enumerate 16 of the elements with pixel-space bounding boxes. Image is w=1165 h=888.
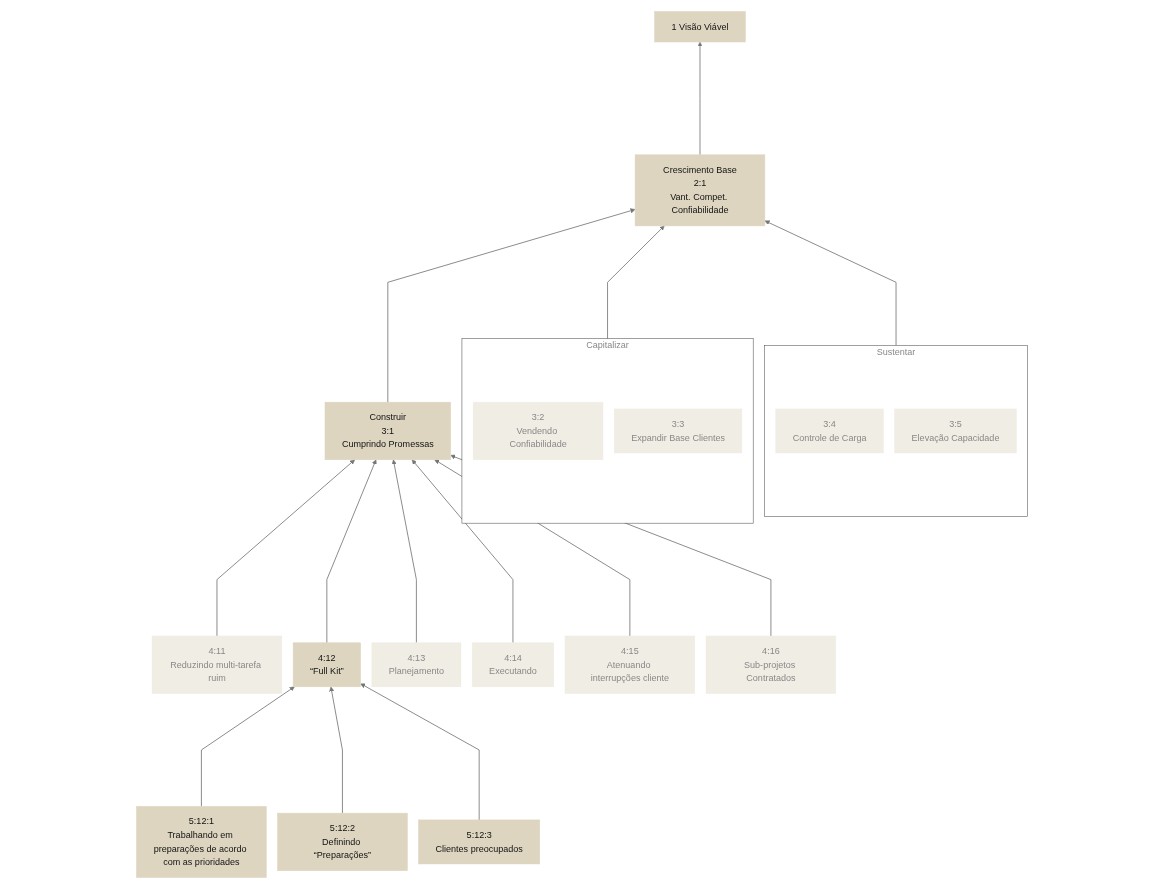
node-box: 4:11 Reduzindo multi-tarefa ruim [152,635,283,694]
node-box: 4:13 Planejamento [372,642,462,687]
node-box: 4:15 Atenuando interrupções cliente [565,635,696,694]
node-box: Construir 3:1 Cumprindo Promessas [325,401,452,460]
node-box: 5:12:1 Trabalhando em preparações de acordo com as prioridades [136,805,267,878]
node-box: 5:12:3 Clientes preocupados [418,819,541,864]
node-box: 4:14 Executando [472,642,555,687]
node-box: 3:2 Vendendo Confiabilidade [473,401,604,460]
node-box: 3:4 Controle de Carga [775,408,885,453]
node-box: Crescimento Base 2:1 Vant. Compet. Confiabilidade [635,154,766,226]
node-box: 3:3 Expandir Base Clientes [614,408,743,453]
node-box: 5:12:2 Definindo “Preparações” [277,812,408,871]
node-box: 3:5 Elevação Capacidade [894,408,1018,453]
node-box: 4:12 “Full Kit” [293,642,362,687]
node-box: 4:16 Sub-projetos Contratados [706,635,837,694]
node-box: 1 Visão Viável [654,10,747,42]
